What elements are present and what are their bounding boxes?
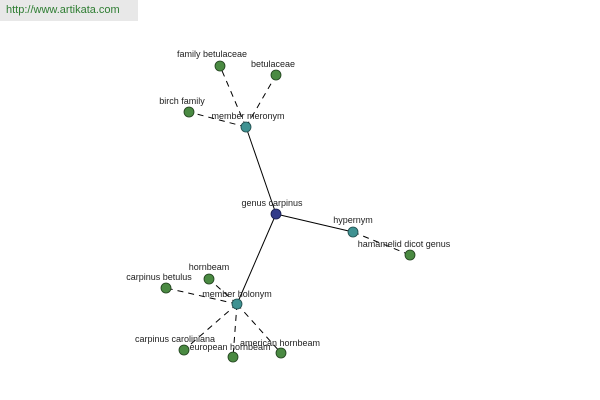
node-hypernym[interactable] — [347, 226, 359, 238]
label-american-hornbeam: american hornbeam — [240, 338, 320, 348]
node-birch-family[interactable] — [183, 106, 195, 118]
label-birch-family: birch family — [159, 96, 205, 106]
label-hornbeam: hornbeam — [189, 262, 230, 272]
label-member-meronym: member meronym — [211, 111, 284, 121]
label-genus-carpinus: genus carpinus — [241, 198, 303, 208]
edge-holonym-carpinus-caroliniana — [183, 303, 238, 351]
node-american-hornbeam[interactable] — [275, 347, 287, 359]
node-family-betulaceae[interactable] — [214, 60, 226, 72]
edge-holonym-carpinus-betulus — [165, 287, 238, 305]
edge-meronym-family-betulaceae — [219, 65, 247, 128]
label-carpinus-caroliniana: carpinus caroliniana — [135, 334, 215, 344]
edge-center-hypernym — [275, 213, 354, 233]
label-european-hornbeam: european hornbeam — [189, 342, 270, 352]
label-member-holonym: member holonym — [202, 289, 272, 299]
node-european-hornbeam[interactable] — [227, 351, 239, 363]
label-family-betulaceae: family betulaceae — [177, 49, 247, 59]
edge-meronym-birch-family — [188, 111, 247, 128]
watermark-url: http://www.artikata.com — [0, 0, 138, 21]
edge-center-holonym — [236, 213, 277, 305]
node-betulaceae[interactable] — [270, 69, 282, 81]
node-hornbeam[interactable] — [203, 273, 215, 285]
node-genus-carpinus[interactable] — [270, 208, 282, 220]
node-carpinus-caroliniana[interactable] — [178, 344, 190, 356]
label-hamamelid-dicot-genus: hamamelid dicot genus — [358, 239, 451, 249]
node-hamamelid-dicot-genus[interactable] — [404, 249, 416, 261]
label-carpinus-betulus: carpinus betulus — [126, 272, 192, 282]
label-betulaceae: betulaceae — [251, 59, 295, 69]
edge-holonym-european-hornbeam — [232, 303, 238, 358]
edge-center-meronym — [245, 126, 277, 215]
label-hypernym: hypernym — [333, 215, 373, 225]
node-carpinus-betulus[interactable] — [160, 282, 172, 294]
node-member-holonym[interactable] — [231, 298, 243, 310]
node-member-meronym[interactable] — [240, 121, 252, 133]
